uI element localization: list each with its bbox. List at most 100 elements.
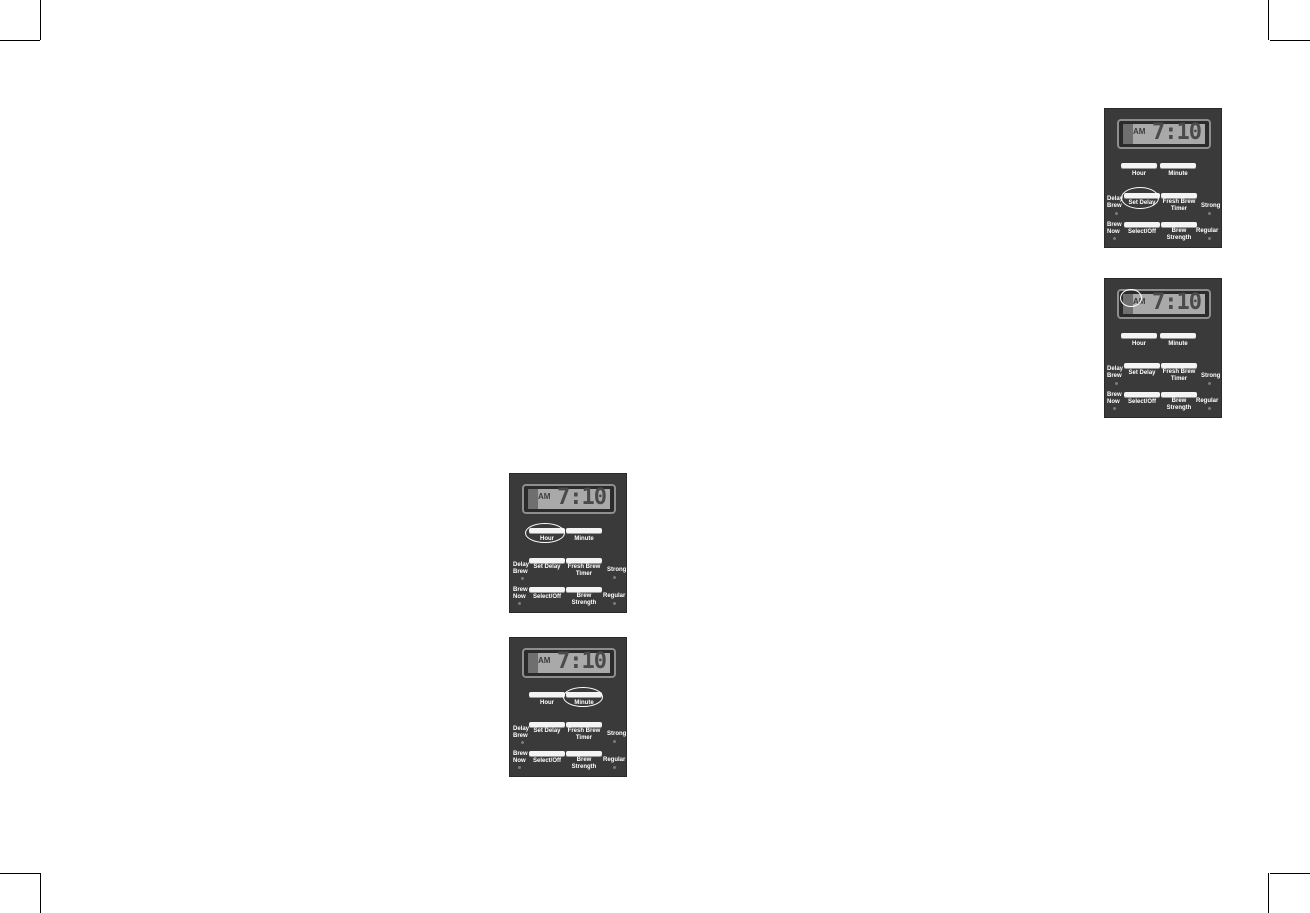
minute-button[interactable]	[1160, 163, 1196, 168]
time-readout: 7:10	[1152, 290, 1202, 315]
fresh-brew-timer-button[interactable]	[566, 558, 602, 563]
crop-mark	[40, 873, 41, 913]
strong-light	[613, 740, 616, 743]
strong-light	[1208, 212, 1211, 215]
minute-label: Minute	[1168, 171, 1188, 177]
highlight-circle	[1121, 187, 1159, 209]
delay-brew-light	[521, 577, 524, 580]
select-off-button[interactable]	[529, 587, 565, 592]
regular-light	[613, 766, 616, 769]
set-delay-label: Set Delay	[1128, 370, 1156, 376]
hour-button[interactable]	[1121, 333, 1157, 338]
strong-light	[613, 576, 616, 579]
regular-light	[613, 602, 616, 605]
strong-label: Strong	[607, 731, 627, 737]
select-off-label: Select/Off	[532, 758, 561, 764]
crop-mark	[1268, 873, 1269, 913]
am-indicator: AM	[538, 656, 551, 665]
brew-strength-button[interactable]	[1161, 222, 1197, 227]
set-delay-button[interactable]	[529, 722, 565, 727]
set-delay-button[interactable]	[1124, 363, 1160, 368]
select-off-button[interactable]	[1124, 392, 1160, 397]
crop-mark	[1270, 873, 1310, 874]
select-off-label: Select/Off	[532, 594, 561, 600]
crop-mark	[0, 40, 40, 41]
crop-mark	[0, 873, 40, 874]
time-readout: 7:10	[557, 649, 607, 674]
strong-label: Strong	[607, 567, 627, 573]
crop-mark	[1270, 40, 1310, 41]
am-indicator: AM	[1133, 127, 1146, 136]
highlight-circle	[563, 687, 603, 707]
regular-light	[1208, 237, 1211, 240]
highlight-circle	[525, 523, 565, 543]
strong-light	[1208, 382, 1211, 385]
brew-strength-button[interactable]	[566, 751, 602, 756]
fresh-brew-timer-button[interactable]	[1161, 193, 1197, 198]
minute-label: Minute	[574, 536, 594, 542]
hour-button[interactable]	[1121, 163, 1157, 168]
minute-button[interactable]	[1160, 333, 1196, 338]
time-readout: 7:10	[1152, 120, 1202, 145]
select-off-label: Select/Off	[1127, 399, 1156, 405]
brew-now-light	[1113, 237, 1116, 240]
brew-now-light	[518, 766, 521, 769]
crop-mark	[40, 0, 41, 40]
brew-strength-button[interactable]	[1161, 392, 1197, 397]
time-readout: 7:10	[557, 485, 607, 510]
set-delay-label: Set Delay	[533, 728, 561, 734]
select-off-button[interactable]	[529, 751, 565, 756]
delay-brew-light	[521, 741, 524, 744]
hour-button[interactable]	[529, 692, 565, 697]
strong-label: Strong	[1201, 373, 1221, 379]
set-delay-label: Set Delay	[533, 564, 561, 570]
am-indicator: AM	[538, 492, 551, 501]
regular-label: Regular	[603, 593, 626, 599]
minute-button[interactable]	[566, 528, 602, 533]
set-delay-button[interactable]	[529, 558, 565, 563]
hour-label: Hour	[1132, 341, 1146, 347]
hour-label: Hour	[1132, 171, 1146, 177]
delay-brew-light	[1115, 212, 1118, 215]
fresh-brew-timer-button[interactable]	[566, 722, 602, 727]
regular-label: Regular	[1196, 398, 1219, 404]
lcd-display: AM 7:10	[522, 484, 616, 514]
hour-label: Hour	[540, 700, 554, 706]
crop-mark	[1268, 0, 1269, 40]
regular-label: Regular	[1196, 228, 1219, 234]
highlight-circle	[1120, 289, 1142, 307]
regular-light	[1208, 407, 1211, 410]
minute-label: Minute	[1168, 341, 1188, 347]
select-off-label: Select/Off	[1127, 229, 1156, 235]
lcd-display: AM 7:10	[522, 648, 616, 678]
brew-now-light	[1113, 407, 1116, 410]
delay-brew-light	[1115, 382, 1118, 385]
strong-label: Strong	[1201, 203, 1221, 209]
brew-now-light	[518, 602, 521, 605]
lcd-display: AM 7:10	[1117, 119, 1211, 149]
select-off-button[interactable]	[1124, 222, 1160, 227]
fresh-brew-timer-button[interactable]	[1161, 363, 1197, 368]
brew-strength-button[interactable]	[566, 587, 602, 592]
regular-label: Regular	[603, 757, 626, 763]
